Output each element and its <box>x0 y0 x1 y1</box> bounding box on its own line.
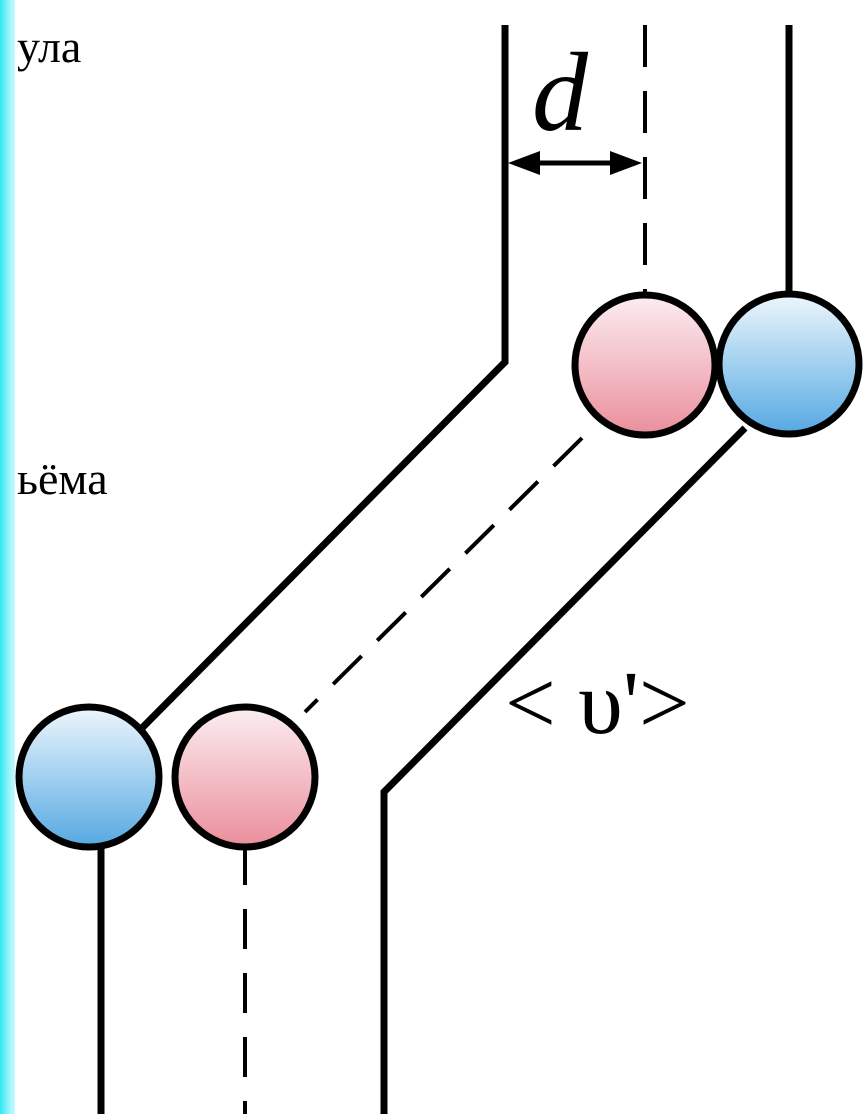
pink-particle-top <box>571 291 719 439</box>
distance-arrow <box>508 151 642 175</box>
right-path-boundary <box>380 425 748 1114</box>
velocity-label: < υ'> <box>505 654 690 753</box>
text-fragment-middle: ьёма <box>17 453 108 504</box>
left-path-boundary <box>137 25 509 733</box>
blue-particle-top <box>715 290 863 438</box>
distance-label: d <box>532 31 589 155</box>
text-fragment-top: ула <box>17 21 82 72</box>
pink-particle-bottom <box>171 703 319 851</box>
dashed-axis-diagonal <box>303 436 584 714</box>
side-accent-strip <box>0 0 15 1114</box>
blue-particle-bottom <box>15 703 163 851</box>
